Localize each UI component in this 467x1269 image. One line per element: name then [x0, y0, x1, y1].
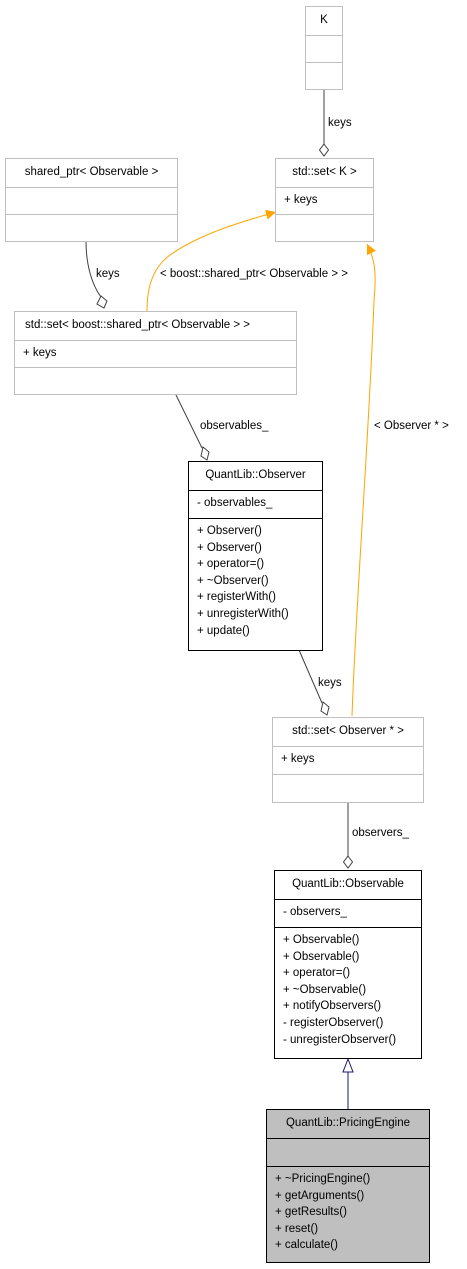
- method-observer: + Observer(): [197, 525, 262, 537]
- class-title-std-set-observer: std::set< Observer * >: [292, 725, 404, 737]
- method-unregister-observer: - unregisterObserver(): [283, 1033, 397, 1046]
- attributes-section-shared-ptr: [6, 187, 177, 214]
- class-title-pricing-engine: QuantLib::PricingEngine: [285, 1117, 411, 1129]
- method-update: + update(): [197, 624, 250, 637]
- attributes-section-std-set-shared: + keys: [15, 340, 296, 367]
- method-notify-observers: + notifyObservers(): [283, 1000, 382, 1013]
- attribute-keys: + keys: [284, 194, 318, 206]
- edge-label-observers: observers_: [352, 827, 409, 839]
- edge-label-template-shared: < boost::shared_ptr< Observable > >: [160, 268, 348, 280]
- class-box-std-set-k[interactable]: std::set< K > + keys: [275, 158, 374, 242]
- class-title-observer: QuantLib::Observer: [205, 469, 306, 481]
- edge-label-observables: observables_: [200, 420, 269, 432]
- class-title-observable: QuantLib::Observable: [292, 878, 404, 890]
- methods-section-std-set-k: [276, 214, 373, 241]
- class-box-std-set-observer[interactable]: std::set< Observer * > + keys: [272, 717, 424, 803]
- method-pricing-engine-destructor: + ~PricingEngine(): [275, 1173, 371, 1185]
- method-operator-assign: + operator=(): [197, 558, 265, 571]
- method-unregister-with: + unregisterWith(): [197, 607, 289, 620]
- edge-label-keys-observer: keys: [318, 677, 342, 689]
- class-title-shared-ptr: shared_ptr< Observable >: [24, 166, 159, 178]
- edge-keys-observer: [298, 649, 323, 704]
- method-destructor: + ~Observer(): [197, 574, 269, 587]
- method-destructor: + ~Observable(): [283, 983, 367, 996]
- attribute-observables: - observables_: [197, 497, 273, 509]
- attribute-keys: + keys: [281, 753, 315, 765]
- method-observable-copy: + Observable(): [283, 950, 360, 963]
- class-box-shared-ptr[interactable]: shared_ptr< Observable >: [5, 158, 178, 242]
- methods-section-std-set-observer: [273, 774, 423, 802]
- aggregation-diamond-observables: [200, 446, 210, 461]
- method-calculate: + calculate(): [275, 1239, 338, 1252]
- class-box-std-set-shared[interactable]: std::set< boost::shared_ptr< Observable …: [14, 311, 297, 395]
- methods-section-k: [306, 62, 342, 89]
- attributes-section-observer: - observables_: [189, 490, 322, 518]
- method-observer-copy: + Observer(): [197, 541, 262, 554]
- attributes-section-std-set-k: + keys: [276, 187, 373, 214]
- methods-section-pricing-engine: + ~PricingEngine() + getArguments() + ge…: [267, 1166, 429, 1262]
- aggregation-diamond-observer: [320, 701, 330, 716]
- methods-section-observer: + Observer() + Observer() + operator=() …: [189, 518, 322, 650]
- attribute-observers: - observers_: [283, 906, 347, 918]
- method-operator-assign: + operator=(): [283, 967, 351, 980]
- edge-template-observer: [351, 243, 376, 717]
- aggregation-diamond-shared: [96, 295, 108, 309]
- attributes-section-pricing-engine: [267, 1138, 429, 1166]
- aggregation-diamond-k: [318, 143, 330, 157]
- edge-label-keys-k: keys: [328, 117, 352, 129]
- method-register-with: + registerWith(): [197, 591, 276, 604]
- methods-section-std-set-shared: [15, 367, 296, 394]
- class-box-k[interactable]: K: [305, 6, 343, 90]
- attributes-section-std-set-observer: + keys: [273, 746, 423, 774]
- class-box-observer[interactable]: QuantLib::Observer - observables_ + Obse…: [188, 461, 323, 651]
- method-reset: + reset(): [275, 1222, 319, 1235]
- class-title-std-set-shared: std::set< boost::shared_ptr< Observable …: [25, 319, 251, 331]
- methods-section-shared-ptr: [6, 214, 177, 241]
- method-observable: + Observable(): [283, 934, 360, 946]
- attribute-keys: + keys: [23, 347, 57, 359]
- edge-label-keys-shared: keys: [96, 268, 120, 280]
- method-get-results: + getResults(): [275, 1206, 347, 1219]
- edge-label-template-observer: < Observer * >: [374, 420, 449, 432]
- class-box-observable[interactable]: QuantLib::Observable - observers_ + Obse…: [274, 870, 422, 1059]
- class-box-pricing-engine[interactable]: QuantLib::PricingEngine + ~PricingEngine…: [266, 1109, 430, 1263]
- method-get-arguments: + getArguments(): [275, 1189, 365, 1202]
- edge-observables: [175, 394, 203, 449]
- methods-section-observable: + Observable() + Observable() + operator…: [275, 927, 421, 1058]
- attributes-section-observable: - observers_: [275, 899, 421, 927]
- class-title-k: K: [320, 14, 328, 26]
- edge-keys-shared: [85, 240, 102, 298]
- class-title-std-set-k: std::set< K >: [292, 166, 357, 178]
- aggregation-diamond-observers: [342, 855, 354, 869]
- inheritance-triangle: [342, 1057, 354, 1073]
- method-register-observer: - registerObserver(): [283, 1016, 384, 1029]
- attributes-section-k: [306, 35, 342, 62]
- edge-template-shared: [146, 209, 277, 313]
